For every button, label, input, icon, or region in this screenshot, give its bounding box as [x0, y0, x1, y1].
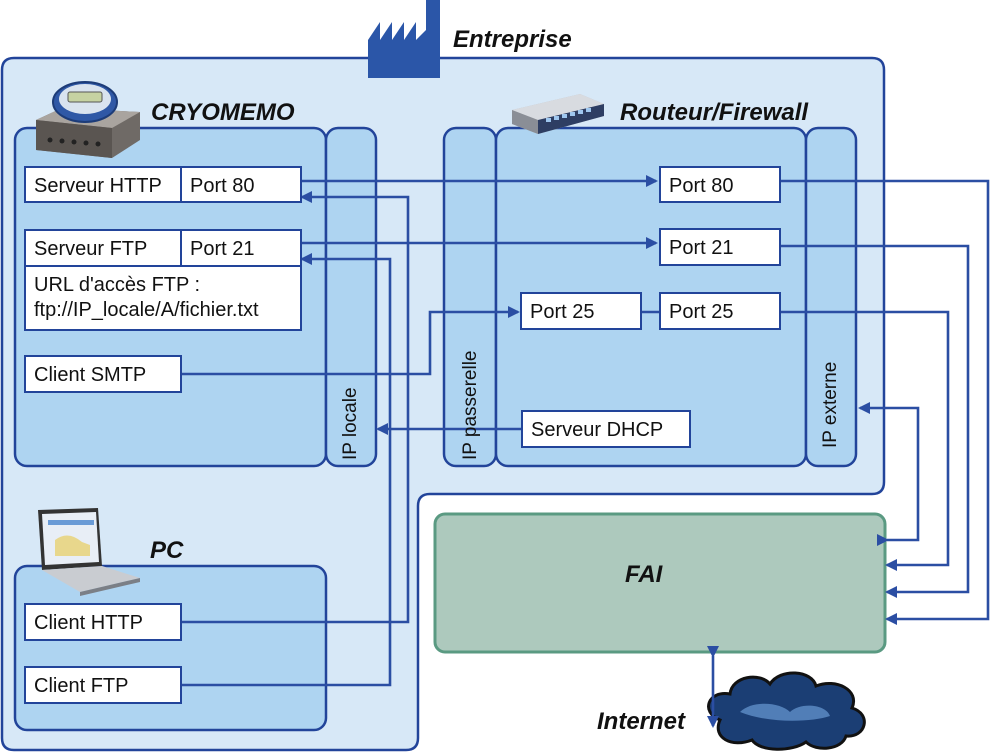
connector-ext-port25 [780, 310, 950, 571]
http-client-box: Client HTTP [24, 603, 182, 641]
ftp-port-label: Port 21 [190, 238, 255, 260]
connector-ip-externe [858, 402, 920, 546]
fai-title: FAI [625, 561, 663, 588]
ftp-port-box: Port 21 [180, 229, 302, 267]
cryomemo-title: CRYOMEMO [151, 99, 295, 126]
pc-title: PC [150, 537, 184, 564]
ip-locale-strip [324, 126, 378, 468]
router-device-icon [512, 94, 604, 134]
router-port21-box: Port 21 [659, 228, 781, 266]
connector-pc-ftp [182, 253, 392, 687]
ftp-client-label: Client FTP [34, 675, 129, 697]
fai-panel [433, 512, 887, 654]
router-port25-out-label: Port 25 [669, 301, 734, 323]
http-client-label: Client HTTP [34, 612, 143, 634]
dhcp-server-label: Serveur DHCP [531, 419, 664, 441]
connector-ext-port80 [780, 179, 990, 625]
smtp-client-box: Client SMTP [24, 355, 182, 393]
ip-externe-label: IP externe [820, 361, 841, 448]
ftp-server-label: Serveur FTP [34, 238, 148, 260]
smtp-client-label: Client SMTP [34, 364, 147, 386]
connector-smtp [182, 306, 520, 376]
router-port80-box: Port 80 [659, 166, 781, 203]
ip-locale-label: IP locale [340, 387, 361, 460]
ip-passerelle-label: IP passerelle [460, 350, 481, 461]
http-server-label: Serveur HTTP [34, 175, 162, 197]
http-port-box: Port 80 [180, 166, 302, 203]
router-port25-in-box: Port 25 [520, 292, 642, 330]
entreprise-title: Entreprise [453, 26, 572, 53]
connector-ext-port21 [780, 244, 970, 598]
router-port25-in-label: Port 25 [530, 301, 595, 323]
ftp-url-line2: ftp://IP_locale/A/fichier.txt [34, 299, 259, 321]
internet-title: Internet [597, 708, 686, 735]
ftp-client-box: Client FTP [24, 666, 182, 704]
connector-pc-http [182, 191, 410, 624]
cryomemo-device-icon [36, 81, 140, 158]
ftp-url-line1: URL d'accès FTP : [34, 274, 201, 296]
http-server-box: Serveur HTTP [24, 166, 182, 203]
router-port80-label: Port 80 [669, 175, 734, 197]
router-port21-label: Port 21 [669, 237, 734, 259]
laptop-icon [38, 508, 140, 596]
ip-externe-strip [804, 126, 858, 468]
internet-cloud-icon [707, 671, 866, 751]
http-port-label: Port 80 [190, 175, 255, 197]
factory-icon [368, 0, 440, 78]
dhcp-server-box: Serveur DHCP [521, 410, 691, 448]
router-title: Routeur/Firewall [620, 99, 809, 126]
ftp-server-box: Serveur FTP [24, 229, 182, 267]
router-port25-out-box: Port 25 [659, 292, 781, 330]
ftp-url-box: URL d'accès FTP : ftp://IP_locale/A/fich… [24, 265, 302, 331]
